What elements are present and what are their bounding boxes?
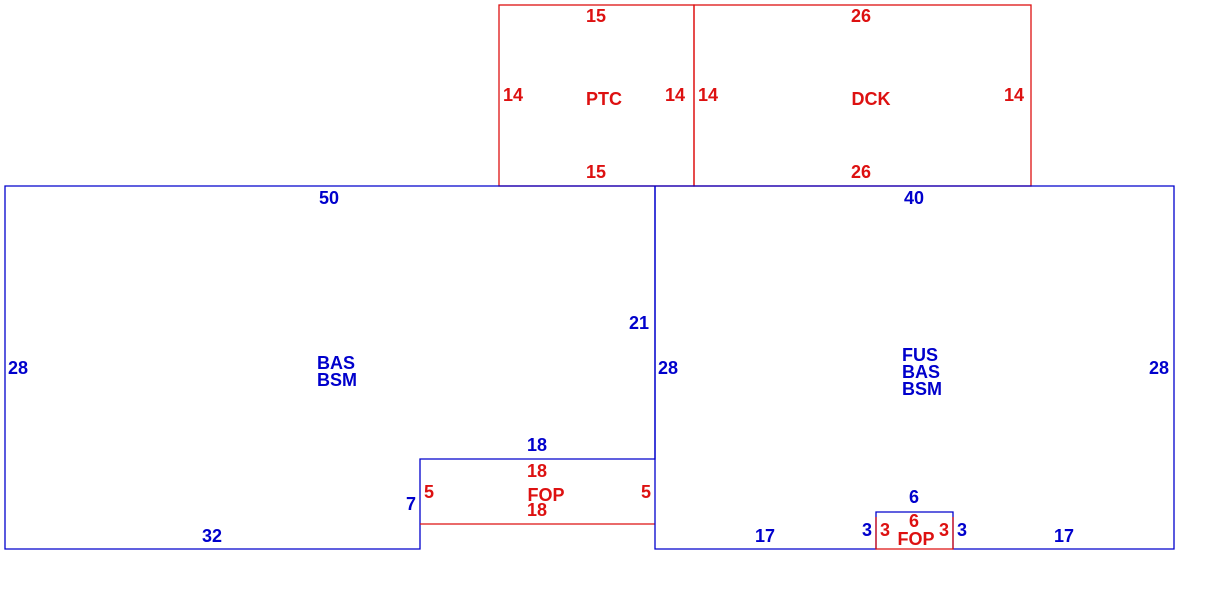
right-main-dim-right: 28 [1149, 358, 1169, 378]
right-main-labels: 40 28 FUS BAS BSM 28 6 3 3 17 17 [658, 188, 1169, 546]
left-main-dim-right: 21 [629, 313, 649, 333]
right-main-dim-left: 28 [658, 358, 678, 378]
left-main-dim-left: 28 [8, 358, 28, 378]
right-main-dim-top: 40 [904, 188, 924, 208]
right-fop-code: FOP [897, 529, 934, 549]
left-main-code-2: BSM [317, 370, 357, 390]
dck-dim-top: 26 [851, 6, 871, 26]
outlines [4, 4, 1175, 550]
dck-code: DCK [852, 89, 891, 109]
left-fop-dim-top: 18 [527, 461, 547, 481]
left-main-dim-top: 50 [319, 188, 339, 208]
right-fop-dim-top: 6 [909, 511, 919, 531]
ptc-code: PTC [586, 89, 622, 109]
right-main-dim-notch-top: 6 [909, 487, 919, 507]
left-fop-dim-bottom: 18 [527, 500, 547, 520]
dck-dim-right: 14 [1004, 85, 1024, 105]
right-main-dim-notch-left: 3 [862, 520, 872, 540]
left-main-labels: 50 28 BAS BSM 21 18 7 32 [8, 188, 649, 546]
left-main-code-1: BAS [317, 353, 355, 373]
ptc-dim-bottom: 15 [586, 162, 606, 182]
dck-dim-left: 14 [698, 85, 718, 105]
right-fop-dim-left: 3 [880, 520, 890, 540]
right-main-outline [654, 185, 1175, 550]
right-fop-outline [875, 517, 954, 550]
left-fop-dim-left: 5 [424, 482, 434, 502]
left-main-dim-notch-left: 7 [406, 494, 416, 514]
ptc-dim-top: 15 [586, 6, 606, 26]
right-main-code-1: FUS [902, 345, 938, 365]
right-main-dim-bottom-left: 17 [755, 526, 775, 546]
left-fop-labels: 18 5 FOP 5 18 [424, 461, 651, 520]
right-main-dim-notch-right: 3 [957, 520, 967, 540]
right-fop-dim-right: 3 [939, 520, 949, 540]
ptc-dim-right: 14 [665, 85, 685, 105]
left-fop-code: FOP [527, 485, 564, 505]
right-fop-labels: 6 3 FOP 3 [880, 511, 949, 549]
right-main-dim-bottom-right: 17 [1054, 526, 1074, 546]
dck-dim-bottom: 26 [851, 162, 871, 182]
right-main-code-2: BAS [902, 362, 940, 382]
left-main-dim-bottom: 32 [202, 526, 222, 546]
dck-labels: 26 14 DCK 14 26 [698, 6, 1024, 182]
left-fop-dim-right: 5 [641, 482, 651, 502]
left-main-dim-notch-top: 18 [527, 435, 547, 455]
ptc-dim-left: 14 [503, 85, 523, 105]
ptc-labels: 15 14 PTC 14 15 [503, 6, 685, 182]
right-main-code-3: BSM [902, 379, 942, 399]
